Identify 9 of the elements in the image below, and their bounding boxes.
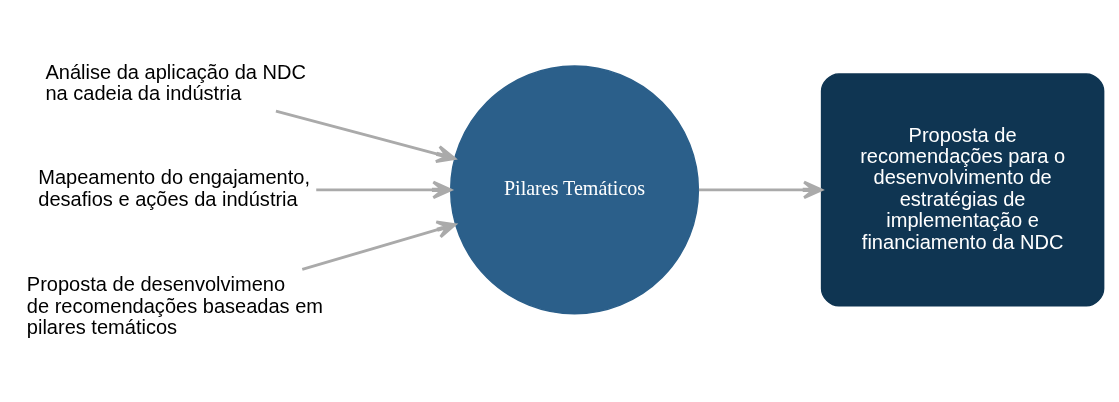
- arrow: [698, 180, 823, 200]
- node-box: Proposta de recomendações para o desenvolvimento de estratégias de implementação e financiamento da NDC: [820, 73, 1105, 307]
- node-text: Mapeamento do engajamento, desafios e ações da indústria: [38, 166, 310, 210]
- arrow: [316, 180, 452, 200]
- node-circle: Pilares Temáticos: [449, 65, 700, 315]
- node-text: Proposta de desenvolvimeno de recomendações baseadas em pilares temáticos: [26, 273, 324, 339]
- node-text: Análise da aplicação da NDC na cadeia da indústria: [45, 60, 306, 104]
- arrow: [275, 109, 456, 163]
- arrow: [301, 220, 457, 271]
